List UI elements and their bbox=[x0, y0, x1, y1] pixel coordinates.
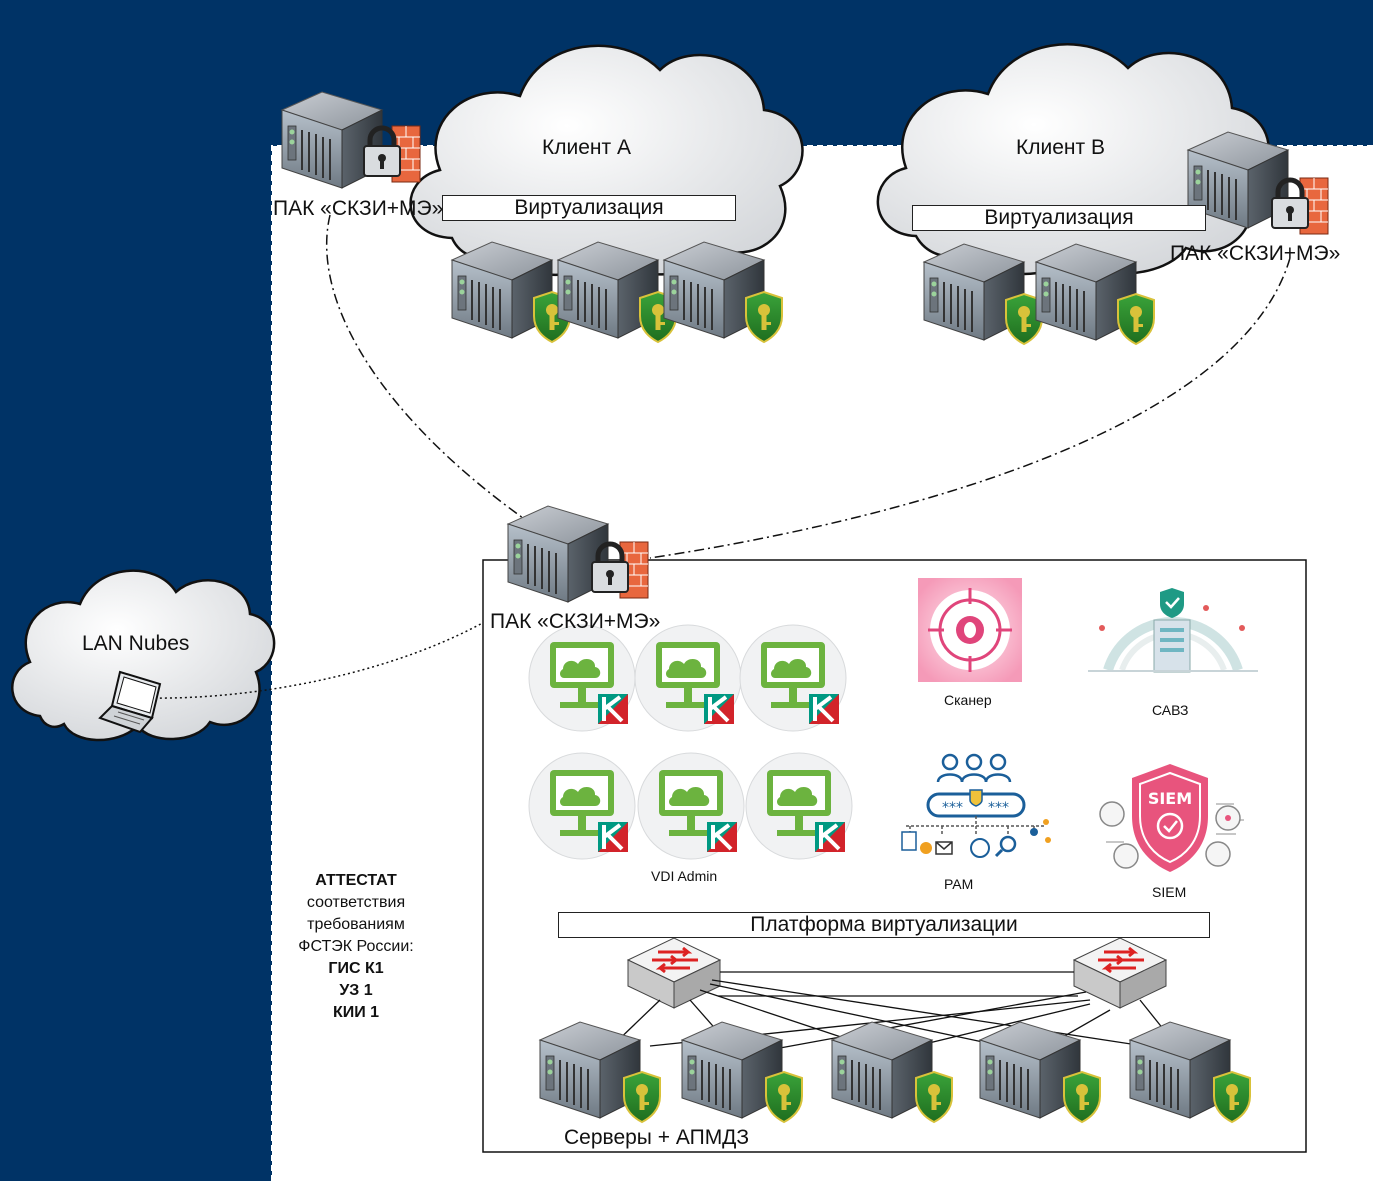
tunnel-b bbox=[649, 257, 1291, 559]
client-a-virtualization: Виртуализация bbox=[442, 195, 736, 221]
gateway-dc-icon bbox=[507, 505, 648, 603]
siem-badge-text: SIEM bbox=[1148, 789, 1192, 808]
certificate-title: АТТЕСТАТ bbox=[315, 872, 397, 889]
client-b-virtualization: Виртуализация bbox=[912, 205, 1206, 231]
vdi-label: VDI Admin bbox=[651, 868, 718, 884]
certificate-line: ФСТЭК России: bbox=[298, 938, 414, 955]
siem-label: SIEM bbox=[1152, 884, 1187, 900]
tunnel-a bbox=[325, 214, 541, 531]
gateway-b-label: ПАК «СКЗИ+МЭ» bbox=[1170, 242, 1341, 265]
pam-icon: *** *** bbox=[901, 753, 1051, 858]
trust-boundary bbox=[271, 145, 1373, 1181]
lan-title: LAN Nubes bbox=[82, 632, 190, 655]
client-b-title: Клиент В bbox=[1016, 136, 1105, 159]
siem-icon: SIEM bbox=[1099, 764, 1244, 872]
certificate-gis: ГИС К1 bbox=[328, 960, 384, 977]
vdi-icon bbox=[744, 751, 854, 861]
pam-password-text: *** bbox=[942, 800, 963, 816]
laptop-icon bbox=[98, 670, 162, 734]
vdi-icon bbox=[633, 623, 743, 733]
pam-label: PAM bbox=[944, 876, 974, 892]
vdi-icon bbox=[527, 751, 637, 861]
avz-icon bbox=[1088, 588, 1258, 673]
vdi-icon bbox=[527, 623, 637, 733]
platform-label: Платформа виртуализации bbox=[558, 912, 1210, 938]
vdi-icon bbox=[636, 751, 746, 861]
certificate-uz: УЗ 1 bbox=[339, 982, 373, 999]
certificate-line: требованиям bbox=[307, 916, 405, 933]
certificate-kii: КИИ 1 bbox=[332, 1004, 380, 1021]
vdi-icon bbox=[738, 623, 848, 733]
servers-label: Серверы + АПМДЗ bbox=[564, 1126, 750, 1149]
scanner-icon bbox=[918, 578, 1022, 682]
client-a-servers bbox=[451, 241, 783, 343]
avz-label: САВЗ bbox=[1152, 702, 1189, 718]
scanner-label: Сканер bbox=[944, 692, 992, 708]
pam-password-tail: *** bbox=[988, 800, 1009, 816]
certificate-line: соответствия bbox=[306, 894, 406, 911]
client-a-title: Клиент А bbox=[542, 136, 631, 159]
certificate-block: АТТЕСТАТ соответствия требованиям ФСТЭК … bbox=[276, 870, 436, 1024]
gateway-a-label: ПАК «СКЗИ+МЭ» bbox=[273, 197, 444, 220]
gateway-dc-label: ПАК «СКЗИ+МЭ» bbox=[490, 610, 661, 633]
lan-link bbox=[149, 599, 521, 699]
cloud-lan bbox=[11, 569, 276, 742]
